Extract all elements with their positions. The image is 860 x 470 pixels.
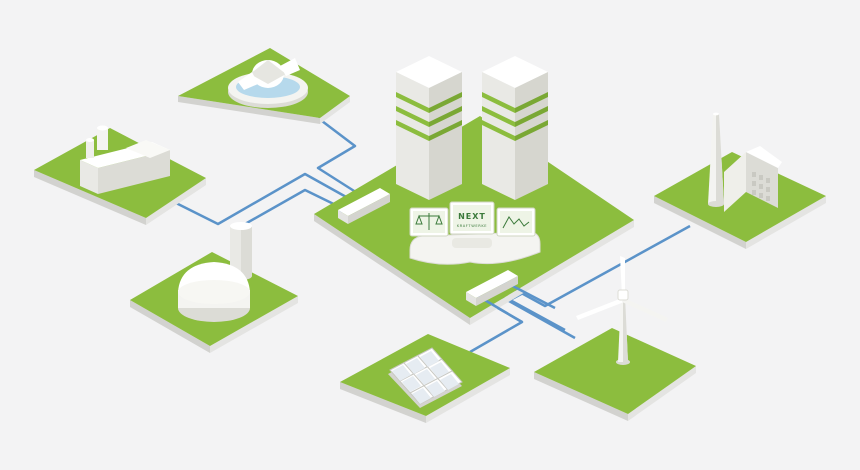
- control-desk-icon: [409, 231, 541, 265]
- switch-box-left: [338, 188, 390, 224]
- monitor-brand: NEXT: [458, 212, 486, 221]
- hydro-dam: [228, 58, 308, 108]
- factory-icon: [126, 140, 170, 158]
- tile-solar: [340, 334, 510, 423]
- line-chart-icon: [502, 216, 530, 229]
- tile-factory: [34, 125, 206, 225]
- tile-power-plant: [654, 112, 826, 249]
- monitor-subtitle: KRAFTWERKE: [457, 224, 487, 228]
- connector-hydro: [316, 117, 363, 198]
- factory: [80, 125, 170, 194]
- biogas-plant: [178, 222, 252, 322]
- wind-turbine: [576, 256, 668, 365]
- server-tower-right: [482, 56, 548, 200]
- server-tower-left: [396, 56, 462, 200]
- monitor-right: [496, 207, 536, 237]
- switch-box-right: [466, 270, 518, 306]
- scale-icon: [415, 213, 443, 230]
- monitor-left: [409, 207, 449, 237]
- tile-wind: [534, 256, 696, 421]
- connector-factory: [175, 172, 349, 226]
- connector-wind: [499, 294, 576, 340]
- tile-hydro: [178, 48, 350, 124]
- tile-biogas: [130, 222, 298, 353]
- solar-panel: [388, 347, 463, 408]
- power-plant: [708, 112, 782, 212]
- wind-turbine-icon: [620, 256, 625, 296]
- monitor-center: NEXT KRAFTWERKE: [449, 201, 495, 235]
- control-desk: NEXT KRAFTWERKE: [409, 201, 541, 265]
